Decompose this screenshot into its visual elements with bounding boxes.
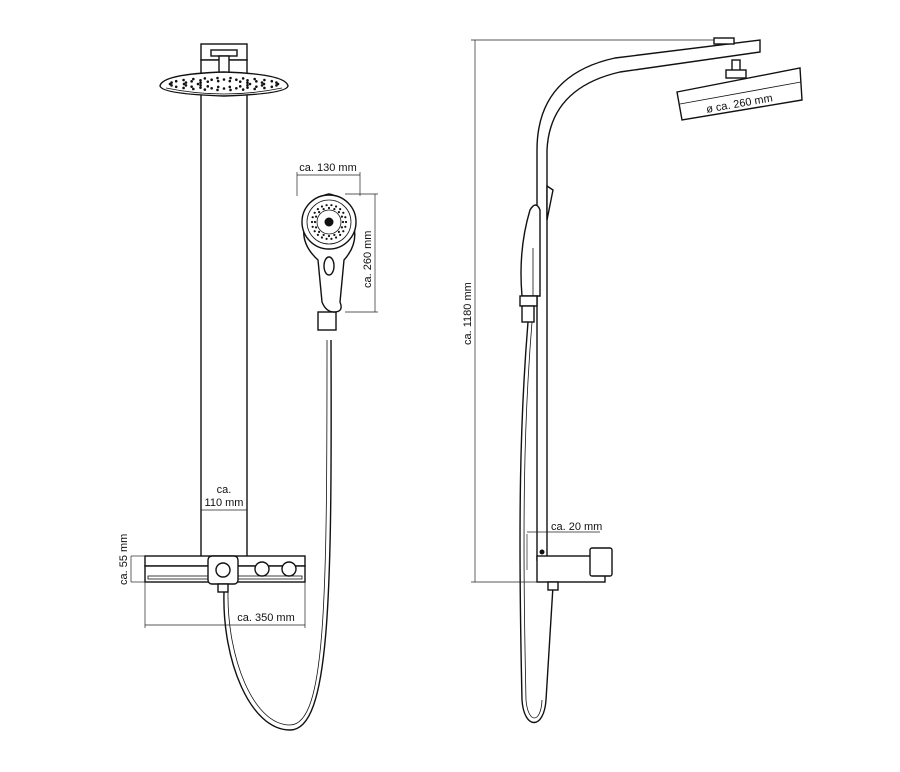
shower-hose-front bbox=[223, 339, 332, 731]
side-view: ca. 1180 mm ca. 20 mm ø ca. 260 mm bbox=[462, 37, 803, 723]
shower-column bbox=[200, 59, 248, 561]
dim-handshower-length: ca. 260 mm bbox=[345, 193, 378, 313]
dim-overall-height: ca. 1180 mm bbox=[462, 39, 714, 583]
dim-handshower-length-label: ca. 260 mm bbox=[362, 231, 374, 288]
knob-inner bbox=[215, 562, 231, 578]
dim-handshower-width-label: ca. 130 mm bbox=[299, 162, 356, 174]
hand-shower-side bbox=[520, 204, 541, 297]
valve-knob-1 bbox=[254, 561, 270, 577]
hand-shower-front bbox=[301, 193, 357, 331]
arm-joint bbox=[210, 49, 238, 57]
side-shelf bbox=[536, 547, 613, 591]
dim-shelf-length: ca. 350 mm bbox=[144, 582, 306, 628]
dim-column-width-label1: ca. bbox=[217, 484, 232, 496]
rain-shower-head-front bbox=[159, 71, 289, 97]
dim-overall-height-label: ca. 1180 mm bbox=[462, 282, 474, 345]
dim-shelf-height-label: ca. 55 mm bbox=[118, 534, 130, 585]
side-holder-top bbox=[546, 184, 554, 221]
dim-wall-distance-label: ca. 20 mm bbox=[551, 521, 602, 533]
dim-column-width: ca. 110 mm bbox=[201, 484, 247, 511]
dim-wall-distance: ca. 20 mm bbox=[526, 521, 602, 570]
dim-handshower-width: ca. 130 mm bbox=[296, 162, 361, 196]
dim-shelf-length-label: ca. 350 mm bbox=[237, 612, 294, 624]
dim-shelf-height: ca. 55 mm bbox=[118, 534, 145, 585]
rain-shower-head-side bbox=[676, 67, 803, 121]
dim-column-width-label2: 110 mm bbox=[205, 497, 244, 509]
hose-outlet bbox=[217, 583, 229, 593]
thermostat-shelf bbox=[144, 555, 306, 593]
front-view: ca. 110 mm ca. 55 mm ca. 350 mm ca. 130 … bbox=[118, 43, 378, 731]
arm-tip bbox=[713, 37, 735, 45]
valve-knob-2 bbox=[281, 561, 297, 577]
shower-hose-side bbox=[519, 321, 554, 723]
side-column-arm bbox=[536, 39, 761, 561]
